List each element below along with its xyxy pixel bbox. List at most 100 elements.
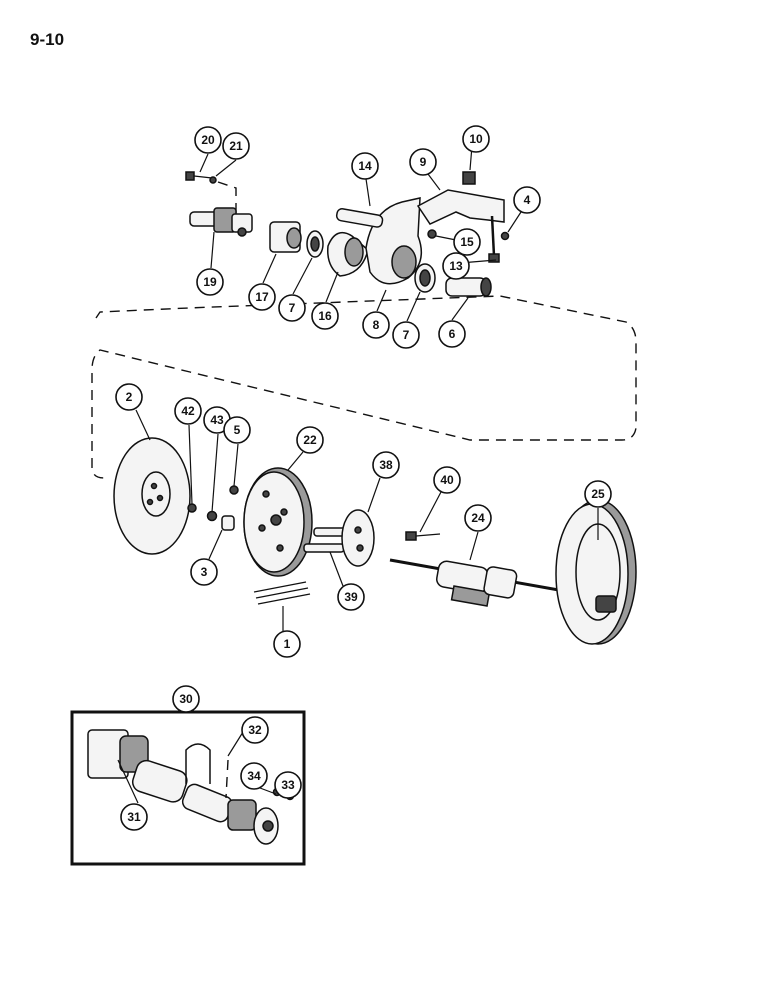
callout-circle [351,152,379,180]
callout-leader-3 [208,529,223,560]
callout-circle [241,716,269,744]
callout-14: 14 [351,152,379,180]
callout-10: 10 [462,125,490,153]
callout-leader-32 [227,731,244,757]
callout-15: 15 [453,228,481,256]
callout-5: 5 [223,416,251,444]
callout-42: 42 [174,397,202,425]
callout-leader-7 [292,257,313,295]
callout-17: 17 [248,283,276,311]
callout-40: 40 [433,466,461,494]
callout-1: 1 [273,630,301,658]
washer-21 [209,176,217,184]
callout-leader-7 [406,291,421,322]
bearing-7-left-bore [310,236,320,252]
callout-leader-21 [215,159,237,177]
bolt-20 [185,171,213,181]
callout-label: 40 [440,473,454,487]
callout-circle [442,252,470,280]
callout-circle [240,762,268,790]
callout-label: 14 [358,159,372,173]
callout-20: 20 [194,126,222,154]
callout-circle [464,504,492,532]
callout-label: 15 [460,235,474,249]
callout-leader-42 [188,424,193,505]
callout-circle [223,416,251,444]
sleeve-6 [445,277,492,297]
callout-circle [174,397,202,425]
callout-label: 19 [203,275,217,289]
callout-circle [296,426,324,454]
callout-label: 10 [469,132,483,146]
callout-label: 42 [181,404,195,418]
callout-label: 30 [179,692,193,706]
callout-label: 2 [126,390,133,404]
callout-label: 43 [210,413,224,427]
callout-31: 31 [120,803,148,831]
callout-24: 24 [464,504,492,532]
callout-label: 31 [127,810,141,824]
shims-1 [253,581,311,632]
spacer-3 [221,515,235,531]
callout-leader-19 [210,231,215,269]
assembly-boundary [91,295,637,479]
nut-42 [187,503,197,513]
callout-leader-8 [376,289,387,312]
callout-7: 7 [278,294,306,322]
callout-label: 9 [420,155,427,169]
callout-label: 4 [524,193,531,207]
nut-5 [229,485,239,495]
plate-22 [243,467,313,577]
callout-4: 4 [513,186,541,214]
callout-circle [196,268,224,296]
callout-label: 25 [591,487,605,501]
callout-leader-24 [469,531,479,561]
universal-joint-19 [189,207,253,237]
callout-leader-17 [262,253,277,284]
pulley-25 [555,499,637,645]
callout-label: 7 [403,328,410,342]
callout-leader-4 [507,211,522,233]
callout-circle [409,148,437,176]
bolt-13 [488,215,500,263]
callout-circle [120,803,148,831]
hub-38 [341,509,375,567]
callout-circle [513,186,541,214]
callout-label: 33 [281,778,295,792]
callout-label: 24 [471,511,485,525]
callout-circle [194,126,222,154]
callout-circle [278,294,306,322]
callout-43: 43 [203,406,231,434]
callout-3: 3 [190,558,218,586]
callout-9: 9 [409,148,437,176]
callout-label: 3 [201,565,208,579]
flange-17 [269,221,302,253]
callout-label: 39 [344,590,358,604]
callout-circle [274,771,302,799]
callout-leader-15 [435,235,457,241]
callout-39: 39 [337,583,365,611]
callout-label: 5 [234,423,241,437]
callout-leader-31 [117,759,139,804]
housing-8 [365,197,423,285]
callout-leader-39 [329,551,344,587]
callout-leader-43 [211,433,219,513]
bolt-40 [405,531,441,541]
callout-circle [584,480,612,508]
callout-label: 8 [373,318,380,332]
callout-2: 2 [115,383,143,411]
callout-label: 16 [318,309,332,323]
callout-34: 34 [240,762,268,790]
callout-19: 19 [196,268,224,296]
callout-label: 1 [284,637,291,651]
callout-label: 20 [201,133,215,147]
nut-43 [206,510,218,522]
callout-leader-22 [287,451,304,471]
callout-leader-20 [199,153,209,173]
callout-circle [362,311,390,339]
callout-circle [311,302,339,330]
callout-8: 8 [362,311,390,339]
callout-circle [438,320,466,348]
callout-circle [453,228,481,256]
